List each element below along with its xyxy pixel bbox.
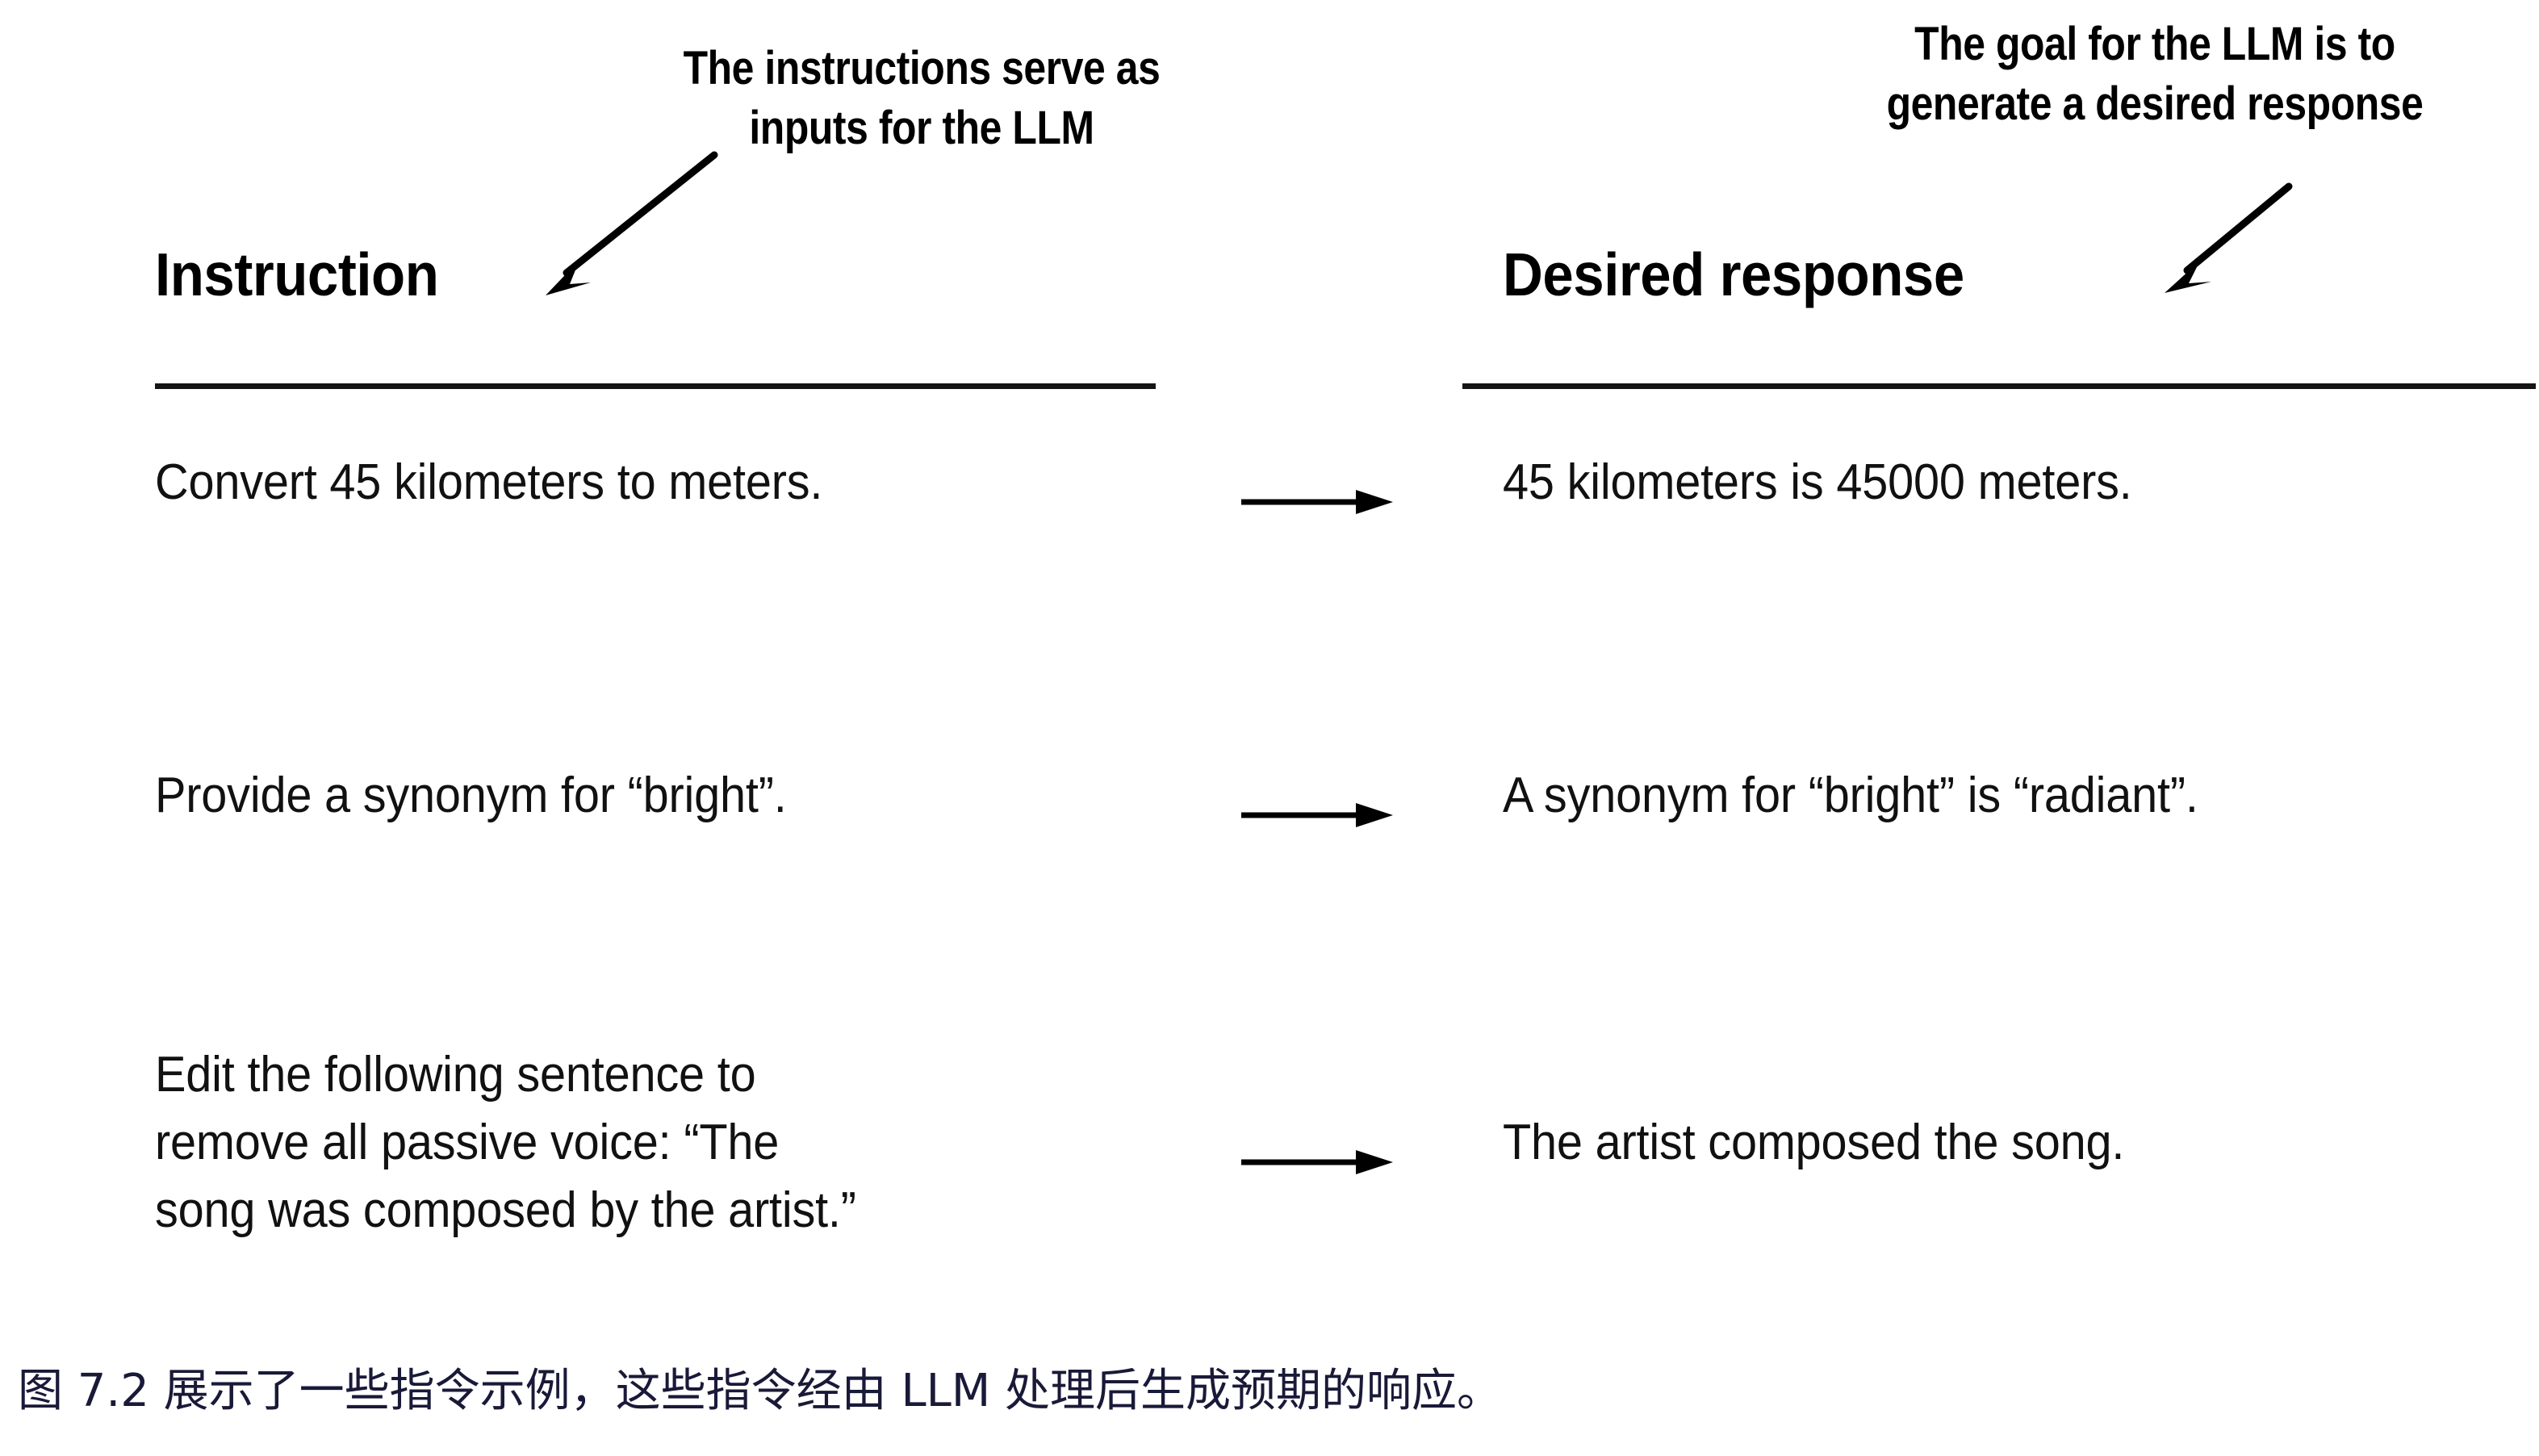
table-row: Convert 45 kilometers to meters. 45 kilo… xyxy=(0,449,2539,554)
annotation-instruction-note: The instructions serve as inputs for the… xyxy=(683,42,1161,154)
annotation-pointer-arrow-left-icon xyxy=(546,151,718,295)
column-header-instruction: Instruction xyxy=(155,241,439,308)
annotation-pointer-arrow-right-icon xyxy=(2165,182,2293,293)
right-arrow-icon xyxy=(1241,803,1393,827)
figure-caption: 图 7.2 展示了一些指令示例，这些指令经由 LLM 处理后生成预期的响应。 xyxy=(18,1365,1502,1417)
right-arrow-icon xyxy=(1241,490,1393,514)
response-cell: A synonym for “bright” is “radiant”. xyxy=(1503,768,2198,823)
annotation-response-note: The goal for the LLM is to generate a de… xyxy=(1886,18,2424,130)
right-arrow-icon xyxy=(1241,1150,1393,1174)
instruction-cell: Convert 45 kilometers to meters. xyxy=(155,454,823,510)
header-rule-response xyxy=(1462,383,2536,389)
response-cell: The artist composed the song. xyxy=(1503,1115,2125,1170)
response-cell: 45 kilometers is 45000 meters. xyxy=(1503,454,2132,510)
header-rule-instruction xyxy=(155,383,1156,389)
column-header-desired-response: Desired response xyxy=(1503,241,1964,308)
instruction-cell: Edit the following sentence to remove al… xyxy=(155,1047,856,1238)
instruction-response-figure: The instructions serve as inputs for the… xyxy=(0,18,2539,1243)
table-row: Provide a synonym for “bright”. A synony… xyxy=(0,762,2539,867)
table-row: Edit the following sentence to remove al… xyxy=(0,1041,2539,1243)
instruction-cell: Provide a synonym for “bright”. xyxy=(155,768,787,823)
